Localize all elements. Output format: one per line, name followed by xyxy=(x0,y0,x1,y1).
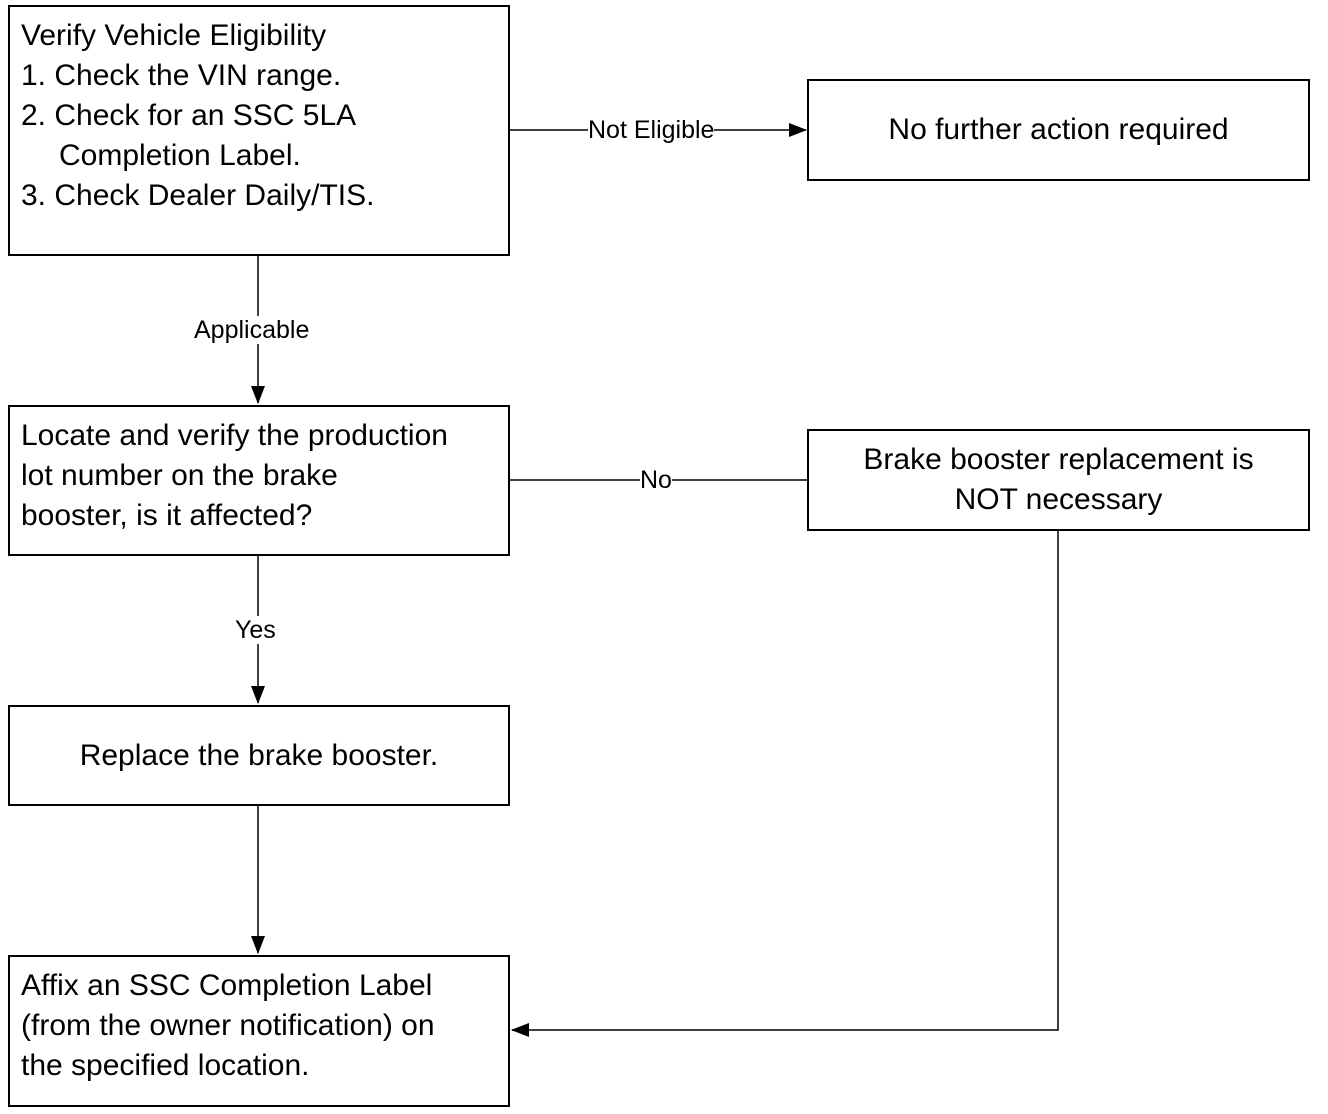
replace-booster-text: Replace the brake booster. xyxy=(79,738,439,772)
verify-step-2-cont: Completion Label. xyxy=(59,139,301,172)
verify-step-2: 2. Check for an SSC 5LA xyxy=(21,99,357,132)
locate-line-2: lot number on the brake xyxy=(21,459,338,492)
verify-step-3: 3. Check Dealer Daily/TIS. xyxy=(21,179,375,212)
edge-not-necessary-to-affix-line xyxy=(511,531,1059,1037)
edge-label-not-eligible: Not Eligible xyxy=(588,116,715,144)
not-necessary-line-2: NOT necessary xyxy=(954,483,1163,516)
no-further-action-box: No further action required xyxy=(807,79,1310,181)
verify-step-1: 1. Check the VIN range. xyxy=(21,59,342,92)
edge-label-no: No xyxy=(640,466,672,494)
edge-label-yes: Yes xyxy=(235,616,276,644)
not-necessary-box: Brake booster replacement is NOT necessa… xyxy=(807,429,1310,531)
verify-title: Verify Vehicle Eligibility xyxy=(21,19,327,52)
edge-label-applicable: Applicable xyxy=(194,316,310,344)
locate-line-3: booster, is it affected? xyxy=(21,499,313,532)
locate-line-1: Locate and verify the production xyxy=(21,419,448,452)
affix-line-3: the specified location. xyxy=(21,1049,310,1082)
locate-verify-box: Locate and verify the production lot num… xyxy=(8,405,510,556)
affix-line-2: (from the owner notification) on xyxy=(21,1009,435,1042)
no-further-action-text: No further action required xyxy=(888,113,1229,146)
affix-label-box: Affix an SSC Completion Label (from the … xyxy=(8,955,510,1107)
not-necessary-line-1: Brake booster replacement is xyxy=(863,443,1254,476)
verify-eligibility-box: Verify Vehicle Eligibility 1. Check the … xyxy=(8,5,510,256)
affix-line-1: Affix an SSC Completion Label xyxy=(21,969,433,1002)
replace-booster-box: Replace the brake booster. xyxy=(8,705,510,806)
